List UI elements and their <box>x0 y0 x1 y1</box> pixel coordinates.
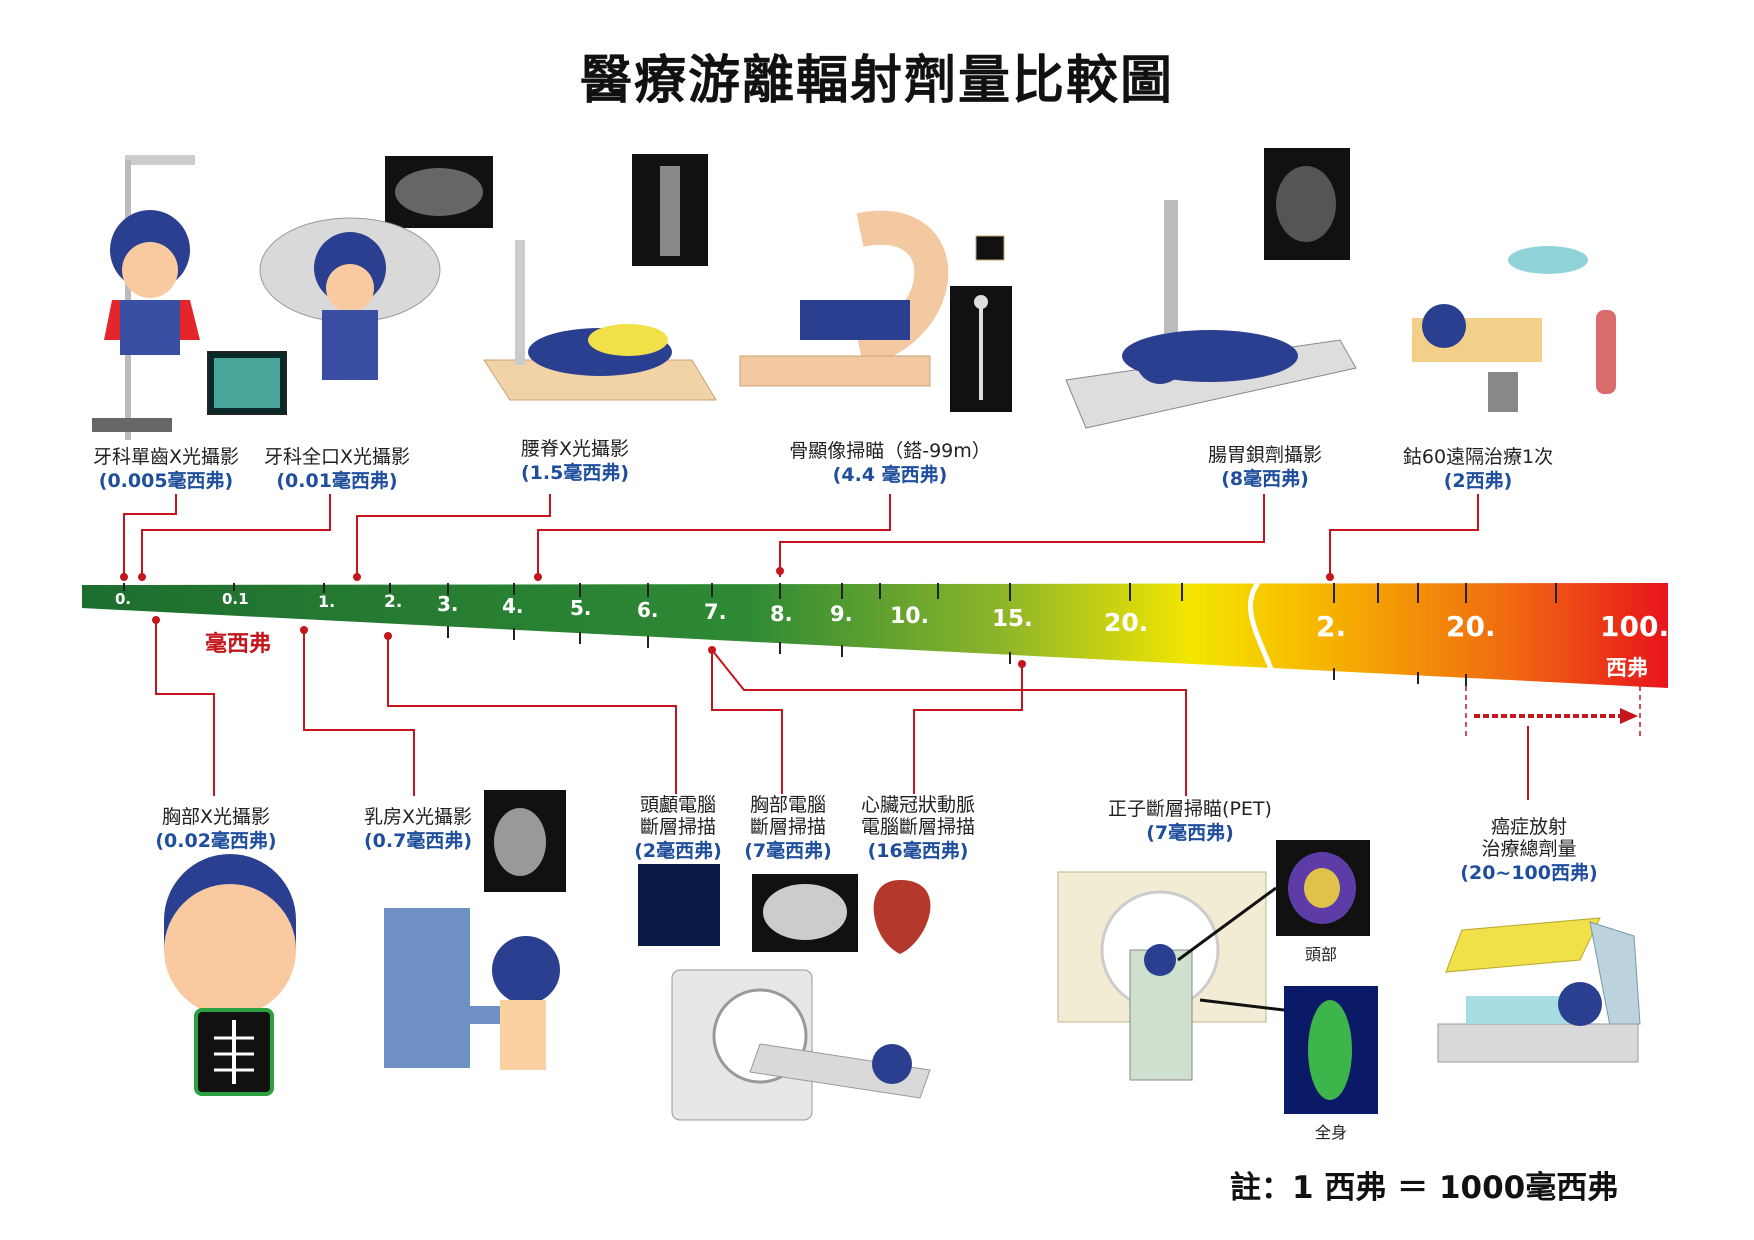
label-bone-scan-value: (4.4 毫西弗) <box>832 464 948 486</box>
pet-body-caption: 全身 <box>1314 1123 1347 1142</box>
bottom-connectors <box>155 620 1529 800</box>
tick-2: 2. <box>384 592 403 612</box>
dental-panoramic-illustration <box>259 156 493 380</box>
pet-illustration <box>1057 840 1378 1114</box>
tick-5: 5. <box>570 596 592 620</box>
unit-sv-label: 西弗 <box>1606 656 1648 680</box>
label-radiotherapy-name-2: 治療總劑量 <box>1481 838 1577 860</box>
tick-15: 15. <box>992 606 1033 632</box>
label-chest-ct-name-1: 胸部電腦 <box>749 794 826 816</box>
label-chest-xray: 胸部X光攝影 (0.02毫西弗) <box>146 806 286 852</box>
dental-single-illustration <box>92 155 287 440</box>
illustrations <box>92 148 1641 1121</box>
scale-ticks <box>123 583 1557 686</box>
label-dental-panoramic: 牙科全口X光攝影 (0.01毫西弗) <box>254 446 420 492</box>
label-cardiac-ct-name-1: 心臟冠狀動脈 <box>860 794 975 816</box>
label-head-ct-name-1: 頭顱電腦 <box>639 794 716 816</box>
label-dental-panoramic-name: 牙科全口X光攝影 <box>263 446 411 468</box>
label-cobalt-name: 鈷60遠隔治療1次 <box>1402 446 1554 468</box>
label-radiotherapy-value: (20~100西弗) <box>1460 862 1598 884</box>
tick-6: 6. <box>637 598 659 622</box>
label-dental-single-value: (0.005毫西弗) <box>98 470 234 492</box>
label-pet: 正子斷層掃瞄(PET) (7毫西弗) <box>1090 798 1290 844</box>
label-bone-scan: 骨顯像掃瞄（鎝-99m） (4.4 毫西弗) <box>780 440 1000 486</box>
label-pet-name: 正子斷層掃瞄(PET) <box>1108 798 1272 820</box>
tick-2-sv: 2. <box>1316 610 1347 643</box>
label-barium-value: (8毫西弗) <box>1221 468 1309 490</box>
tick-4: 4. <box>502 594 524 618</box>
label-barium: 腸胃鋇劑攝影 (8毫西弗) <box>1180 444 1350 490</box>
chest-xray-illustration <box>164 854 296 1096</box>
barium-illustration <box>1065 148 1357 429</box>
therapy-range-arrow <box>1465 686 1641 740</box>
label-cobalt-value: (2西弗) <box>1443 470 1513 492</box>
pet-head-caption: 頭部 <box>1304 945 1337 964</box>
tick-100-sv: 100. <box>1600 610 1670 643</box>
label-lumbar-name: 腰脊X光攝影 <box>520 438 630 460</box>
label-lumbar: 腰脊X光攝影 (1.5毫西弗) <box>500 438 650 484</box>
radiotherapy-illustration <box>1437 917 1641 1063</box>
unit-msv-label: 毫西弗 <box>205 632 272 657</box>
unit-conversion-note: 註：1 西弗 ＝ 1000毫西弗 <box>1230 1170 1619 1206</box>
label-cardiac-ct-value: (16毫西弗) <box>867 840 969 862</box>
label-chest-ct-value: (7毫西弗) <box>744 840 832 862</box>
label-barium-name: 腸胃鋇劑攝影 <box>1207 444 1322 466</box>
label-cardiac-ct-name-2: 電腦斷層掃描 <box>860 816 975 838</box>
lumbar-xray-illustration <box>483 154 717 401</box>
page-title: 醫療游離輻射劑量比較圖 <box>579 51 1174 111</box>
label-head-ct-name-2: 斷層掃描 <box>639 816 716 838</box>
label-dental-single: 牙科單齒X光攝影 (0.005毫西弗) <box>86 446 246 492</box>
scale-break <box>1247 581 1281 689</box>
tick-10: 10. <box>890 604 929 629</box>
bone-scan-illustration <box>739 210 1012 412</box>
label-pet-value: (7毫西弗) <box>1146 822 1234 844</box>
tick-0: 0. <box>115 590 132 608</box>
label-mammography-name: 乳房X光攝影 <box>363 806 473 828</box>
tick-20-sv: 20. <box>1446 610 1496 643</box>
tick-3: 3. <box>437 592 459 616</box>
label-head-ct: 頭顱電腦 斷層掃描 (2毫西弗) <box>628 794 728 862</box>
label-mammography-value: (0.7毫西弗) <box>363 830 473 852</box>
label-cobalt: 鈷60遠隔治療1次 (2西弗) <box>1390 446 1566 492</box>
label-radiotherapy-name-1: 癌症放射 <box>1490 816 1567 838</box>
label-head-ct-value: (2毫西弗) <box>634 840 722 862</box>
label-mammography: 乳房X光攝影 (0.7毫西弗) <box>348 806 488 852</box>
top-connector-dots <box>120 567 1334 581</box>
label-chest-xray-name: 胸部X光攝影 <box>161 806 271 828</box>
top-connectors <box>123 494 1479 577</box>
label-chest-xray-value: (0.02毫西弗) <box>155 830 277 852</box>
mammography-illustration <box>384 790 566 1070</box>
label-dental-panoramic-value: (0.01毫西弗) <box>276 470 398 492</box>
label-bone-scan-name: 骨顯像掃瞄（鎝-99m） <box>789 440 991 462</box>
tick-0-1: 0.1 <box>222 590 249 608</box>
label-radiotherapy: 癌症放射 治療總劑量 (20~100西弗) <box>1454 816 1604 884</box>
tick-8: 8. <box>770 602 793 626</box>
tick-7: 7. <box>704 600 727 624</box>
label-lumbar-value: (1.5毫西弗) <box>520 462 630 484</box>
label-chest-ct-name-2: 斷層掃描 <box>749 816 826 838</box>
tick-1: 1. <box>318 592 336 611</box>
label-dental-single-name: 牙科單齒X光攝影 <box>92 446 240 468</box>
label-cardiac-ct: 心臟冠狀動脈 電腦斷層掃描 (16毫西弗) <box>848 794 988 862</box>
bottom-connector-dots <box>152 616 1026 668</box>
tick-20: 20. <box>1104 608 1149 637</box>
label-chest-ct: 胸部電腦 斷層掃描 (7毫西弗) <box>738 794 838 862</box>
ct-illustration <box>638 864 931 1121</box>
dose-scale-bar <box>82 583 1668 688</box>
cobalt-illustration <box>1412 246 1616 412</box>
tick-9: 9. <box>830 602 853 626</box>
